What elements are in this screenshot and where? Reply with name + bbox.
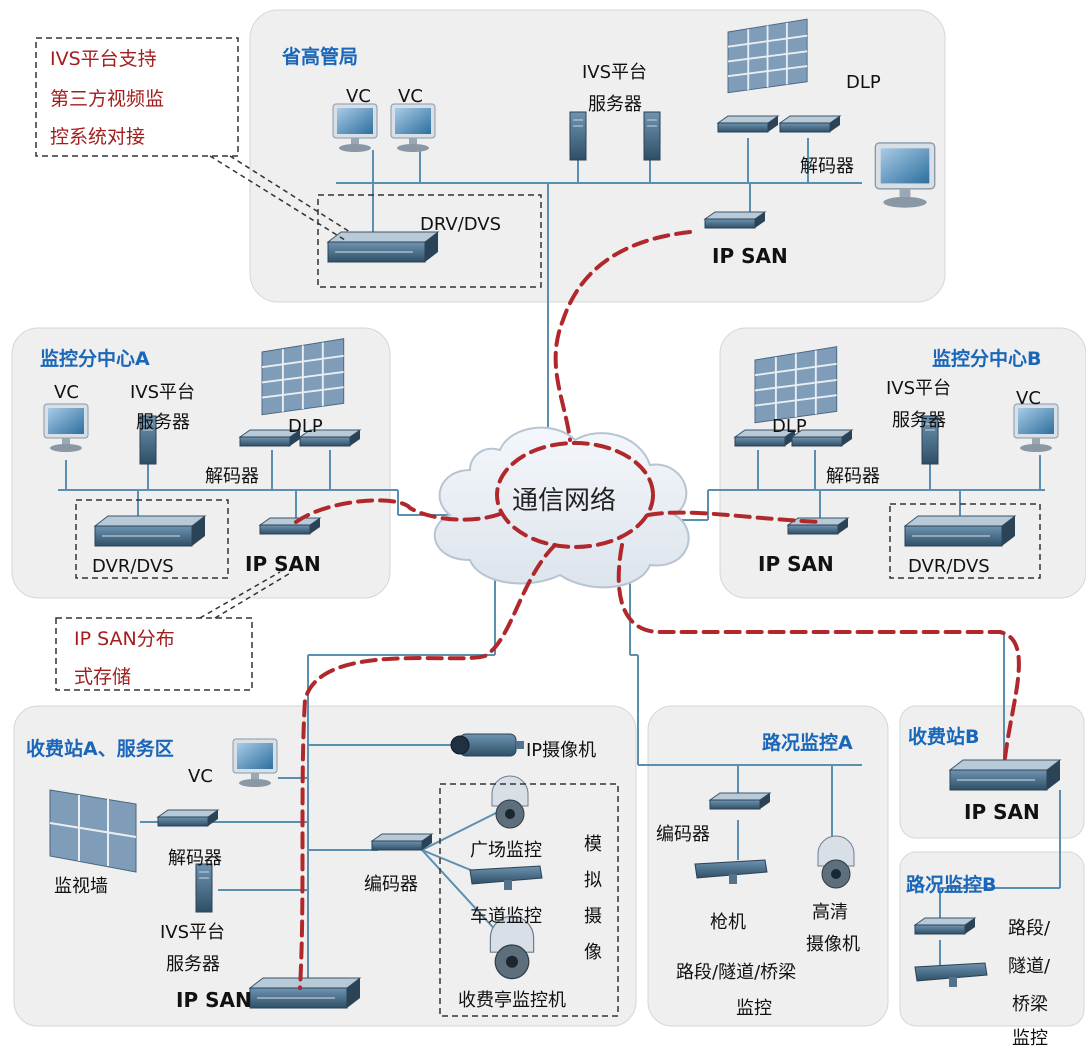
- ipcam-label: IP摄像机: [526, 740, 597, 761]
- vc-label: VC: [188, 766, 213, 787]
- callout-pointer: [199, 571, 293, 619]
- road-b-title: 路况监控B: [906, 874, 997, 896]
- ivs-label: 服务器: [588, 94, 642, 115]
- road-caption: 监控: [1012, 1028, 1048, 1049]
- gun-label: 枪机: [710, 912, 746, 933]
- encoder-label: 编码器: [364, 874, 418, 895]
- analog-camera-dashed-box: [439, 783, 619, 1017]
- callout-line: IP SAN分布: [74, 628, 175, 650]
- dvr-dvs-device-icon: [94, 515, 206, 547]
- ip-san-storage-icon: [259, 517, 321, 535]
- wall-label: 监视墙: [54, 876, 108, 897]
- decoder-label: 解码器: [826, 466, 880, 487]
- encoder-icon: [371, 833, 433, 851]
- ipsan-label: IP SAN: [758, 552, 834, 576]
- drv-dvs-device-icon: [327, 231, 439, 263]
- ip-san-storage-icon: [249, 977, 361, 1009]
- decoder-icon: [717, 115, 779, 133]
- vc-label: VC: [398, 86, 423, 107]
- ivs-label: 服务器: [136, 412, 190, 433]
- drv-label: DRV/DVS: [420, 214, 502, 235]
- dlp-video-wall-icon: [754, 345, 838, 424]
- vc-label: VC: [1016, 388, 1041, 409]
- decoder-label: 解码器: [205, 466, 259, 487]
- callout-line: 控系统对接: [50, 126, 146, 148]
- road-caption: 路段/隧道/桥梁: [676, 962, 797, 983]
- encoder-icon: [914, 917, 976, 935]
- hd-label: 高清: [812, 902, 848, 923]
- drv-dvs-dashed-box: [317, 194, 542, 288]
- ipsan-label: IP SAN: [176, 988, 252, 1012]
- ip-san-storage-icon: [949, 759, 1061, 791]
- dlp-label: DLP: [772, 416, 807, 437]
- road-caption: 隧道/: [1008, 956, 1051, 977]
- ivs-label: 服务器: [892, 410, 946, 431]
- encoder-label: 编码器: [656, 824, 710, 845]
- callout-line: 式存储: [74, 666, 132, 688]
- dvr-dvs-device-icon: [904, 515, 1016, 547]
- road-a-title: 路况监控A: [762, 732, 853, 754]
- network-links: [58, 138, 1061, 1000]
- vc-label: VC: [54, 382, 79, 403]
- callout-line: IVS平台支持: [50, 48, 157, 70]
- province-title: 省高管局: [282, 46, 359, 68]
- decoder-icon: [779, 115, 841, 133]
- dlp-video-wall-icon: [727, 18, 809, 94]
- booth-label: 收费亭监控机: [458, 990, 566, 1011]
- ivs-label: IVS平台: [130, 382, 196, 403]
- communication-network-cloud: [433, 426, 690, 589]
- ivs-label: IVS平台: [582, 62, 648, 83]
- server-icon: [195, 863, 213, 913]
- ivs-label: 服务器: [166, 954, 220, 975]
- network-label: 通信网络: [512, 486, 617, 516]
- ip-camera-icon: [450, 733, 525, 757]
- callout-line: 第三方视频监: [50, 88, 165, 110]
- center-b-title: 监控分中心B: [932, 348, 1042, 370]
- analog-char: 拟: [584, 870, 602, 891]
- distributed-storage-links: [294, 230, 1021, 990]
- dvr-label: DVR/DVS: [92, 556, 174, 577]
- panel-toll-a: [13, 705, 637, 1027]
- road-caption: 监控: [736, 998, 772, 1019]
- analog-char: 模: [584, 834, 602, 855]
- panel-road-a: [647, 705, 889, 1027]
- toll-b-title: 收费站B: [908, 726, 980, 748]
- ipsan-label: IP SAN: [712, 244, 788, 268]
- ivs-support-callout-box: [35, 37, 239, 157]
- monitor-wall-icon: [49, 789, 137, 873]
- ivs-label: IVS平台: [160, 922, 226, 943]
- encoder-icon: [709, 792, 771, 810]
- panel-road-b: [899, 851, 1085, 1027]
- callout-pointer: [209, 155, 351, 241]
- ipsan-dist-callout-box: [55, 617, 253, 691]
- ipsan-label: IP SAN: [964, 800, 1040, 824]
- ipsan-label: IP SAN: [245, 552, 321, 576]
- road-caption: 路段/: [1008, 918, 1051, 939]
- lane-label: 车道监控: [470, 906, 542, 927]
- hd-camera-icon: [817, 835, 855, 889]
- dlp-video-wall-icon: [261, 337, 345, 416]
- dvr-label: DVR/DVS: [908, 556, 990, 577]
- analog-char: 摄: [584, 906, 602, 927]
- server-icon: [643, 111, 661, 161]
- server-icon: [569, 111, 587, 161]
- plaza-label: 广场监控: [470, 840, 542, 861]
- road-caption: 桥梁: [1012, 994, 1048, 1015]
- analog-char: 像: [584, 942, 602, 963]
- decoder-label: 解码器: [800, 156, 854, 177]
- ip-san-storage-icon: [787, 517, 849, 535]
- vc-label: VC: [346, 86, 371, 107]
- center-a-title: 监控分中心A: [40, 348, 150, 370]
- decoder-label: 解码器: [168, 848, 222, 869]
- dlp-label: DLP: [846, 72, 881, 93]
- dvr-dvs-dashed-box: [75, 499, 229, 579]
- dlp-label: DLP: [288, 416, 323, 437]
- dvr-dvs-dashed-box: [889, 503, 1041, 579]
- toll-a-title: 收费站A、服务区: [26, 738, 174, 760]
- ip-san-storage-icon: [704, 211, 766, 229]
- decoder-icon: [157, 809, 219, 827]
- ivs-label: IVS平台: [886, 378, 952, 399]
- hd-label: 摄像机: [806, 934, 860, 955]
